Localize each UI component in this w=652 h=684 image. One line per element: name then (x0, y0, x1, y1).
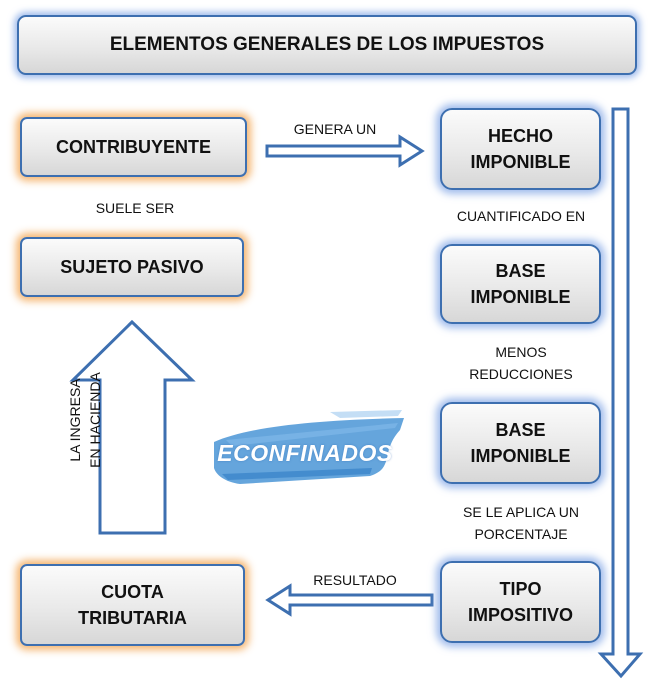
base-imponible-2-line2: IMPONIBLE (470, 446, 571, 466)
se-le-aplica-label: SE LE APLICA UN PORCENTAJE (436, 501, 606, 545)
contribuyente-label: CONTRIBUYENTE (55, 137, 211, 157)
sujeto-pasivo-label: SUJETO PASIVO (60, 257, 204, 277)
hecho-imponible-line2: IMPONIBLE (470, 152, 571, 172)
econfinados-watermark: ECONFINADOS (217, 440, 393, 466)
cuota-tributaria-line2: TRIBUTARIA (78, 608, 187, 628)
base-imponible-box-2: BASE IMPONIBLE (440, 402, 601, 484)
cuantificado-en-label: CUANTIFICADO EN (456, 208, 586, 224)
base-imponible-1-line2: IMPONIBLE (470, 287, 571, 307)
se-le-aplica-line1: SE LE APLICA UN (463, 504, 579, 520)
resultado-arrow (265, 583, 434, 617)
resultado-label: RESULTADO (313, 572, 397, 588)
diagram-title-text: ELEMENTOS GENERALES DE LOS IMPUESTOS (109, 34, 545, 55)
tipo-impositivo-line1: TIPO (499, 579, 542, 599)
flow-down-arrow (597, 107, 644, 679)
cuota-tributaria-line1: CUOTA (101, 582, 164, 602)
la-ingresa-line1: LA INGRESA (67, 378, 83, 462)
menos-reducciones-label: MENOS REDUCCIONES (436, 341, 606, 385)
base-imponible-box-1: BASE IMPONIBLE (440, 244, 601, 324)
contribuyente-box: CONTRIBUYENTE (20, 117, 247, 177)
base-imponible-2-line1: BASE (495, 420, 546, 440)
la-ingresa-label: LA INGRESA EN HACIENDA (65, 350, 105, 490)
genera-un-label: GENERA UN (293, 121, 377, 137)
suele-ser-label: SUELE SER (95, 200, 175, 216)
sujeto-pasivo-box: SUJETO PASIVO (20, 237, 244, 297)
genera-un-arrow (265, 134, 425, 168)
cuota-tributaria-box: CUOTA TRIBUTARIA (20, 564, 245, 646)
tipo-impositivo-line2: IMPOSITIVO (467, 605, 573, 625)
se-le-aplica-line2: PORCENTAJE (474, 526, 568, 542)
hecho-imponible-line1: HECHO (487, 126, 553, 146)
menos-reducciones-line1: MENOS (495, 344, 547, 360)
hecho-imponible-box: HECHO IMPONIBLE (440, 108, 601, 190)
la-ingresa-arrow (69, 319, 196, 535)
la-ingresa-line2: EN HACIENDA (87, 372, 103, 468)
diagram-title: ELEMENTOS GENERALES DE LOS IMPUESTOS (17, 15, 637, 75)
menos-reducciones-line2: REDUCCIONES (469, 366, 573, 382)
base-imponible-1-line1: BASE (495, 261, 546, 281)
tipo-impositivo-box: TIPO IMPOSITIVO (440, 561, 601, 643)
watermark-brush (214, 410, 404, 484)
